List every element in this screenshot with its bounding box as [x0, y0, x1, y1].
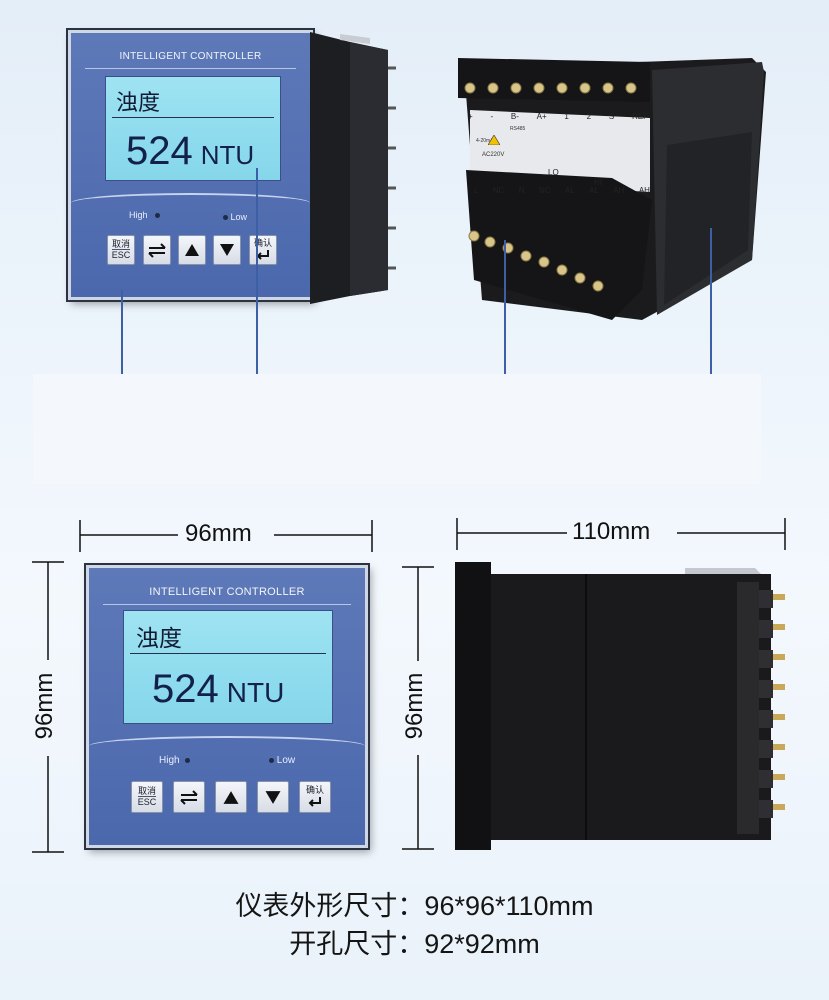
side-housing-drawing [455, 562, 785, 850]
up-button[interactable] [178, 235, 206, 265]
swap-arrows-icon [180, 790, 198, 805]
reading-value-bottom: 524 [152, 667, 219, 711]
callout-line-4 [710, 228, 712, 376]
down-button[interactable] [213, 235, 241, 265]
side-depth-label: 110mm [572, 518, 651, 545]
callout-line-2 [256, 168, 258, 376]
top-terminal-screws [460, 78, 650, 98]
parameter-label: 浊度 [116, 90, 161, 115]
meter-housing-side [310, 32, 396, 304]
reading-value: 524 [126, 129, 193, 173]
top-terminal-labels: + - B- A+ 1 2 S REF [468, 112, 648, 121]
rear-housing-drawing [458, 58, 766, 320]
side-depth-dimension [456, 518, 786, 550]
callout-line-3 [504, 240, 506, 376]
protocol-label: RS485 [510, 126, 526, 132]
rear-terminal-view: + - B- A+ 1 2 S REF RS485 4-20mA AC220V … [452, 50, 772, 340]
front-height-dimension [32, 561, 64, 853]
swap-arrows-icon [148, 243, 166, 258]
panel-wave-decor [71, 193, 310, 203]
bottom-terminal-screws [466, 228, 616, 303]
screw-row-icon [464, 82, 637, 94]
high-led [155, 213, 161, 219]
low-led-bottom [269, 757, 274, 763]
blank-label-box [33, 374, 761, 484]
outer-size-spec: 仪表外形尺寸：96*96*110mm [235, 891, 594, 921]
triangle-up-icon [223, 790, 239, 804]
reading-unit: NTU [200, 140, 255, 170]
front-width-dimension [79, 520, 373, 552]
current-label: 4-20mA [476, 138, 494, 144]
lo-group-label: LO [548, 168, 559, 177]
shift-button[interactable] [143, 235, 171, 265]
high-indicator: High [129, 210, 161, 220]
high-indicator-bottom: High [159, 755, 191, 766]
front-width-label: 96mm [185, 520, 252, 547]
low-indicator: Low [223, 212, 247, 222]
reading-unit-bottom: NTU [226, 677, 285, 708]
esc-button-bottom[interactable]: 取消 ESC [131, 781, 163, 813]
esc-button[interactable]: 取消 ESC [107, 235, 135, 265]
lcd-separator [112, 117, 274, 118]
low-led [223, 215, 228, 221]
hi-group-label: HI [594, 178, 602, 187]
front-height-label: 96mm [31, 672, 58, 740]
warning-icon [487, 132, 501, 150]
enter-icon [308, 796, 321, 807]
confirm-button[interactable]: 确认 [249, 235, 277, 265]
brand-label-bottom: INTELLIGENT CONTROLLER [149, 586, 305, 598]
down-button-bottom[interactable] [257, 781, 289, 813]
lcd-separator-bottom [130, 653, 326, 654]
side-height-dimension [402, 566, 434, 850]
side-height-label: 96mm [401, 672, 428, 740]
low-indicator-bottom: Low [269, 755, 295, 766]
triangle-up-icon [185, 244, 199, 256]
parameter-label-bottom: 浊度 [136, 625, 182, 651]
callout-line-1 [121, 290, 123, 376]
brand-underline [85, 68, 296, 69]
confirm-button-bottom[interactable]: 确认 [299, 781, 331, 813]
up-button-bottom[interactable] [215, 781, 247, 813]
triangle-down-icon [220, 244, 234, 256]
brand-underline-bottom [103, 604, 351, 605]
power-label: AC220V [482, 152, 505, 158]
high-led-bottom [185, 757, 191, 763]
enter-icon [256, 249, 269, 260]
bottom-terminal-labels: L NC N NC AL AL AH AH [474, 186, 650, 195]
brand-label: INTELLIGENT CONTROLLER [119, 51, 262, 62]
triangle-down-icon [265, 790, 281, 804]
screw-row-bottom-icon [468, 230, 604, 292]
panel-wave-decor-bottom [89, 736, 365, 746]
shift-button-bottom[interactable] [173, 781, 205, 813]
side-view-housing [455, 560, 795, 855]
cutout-size-spec: 开孔尺寸：92*92mm [289, 929, 540, 959]
